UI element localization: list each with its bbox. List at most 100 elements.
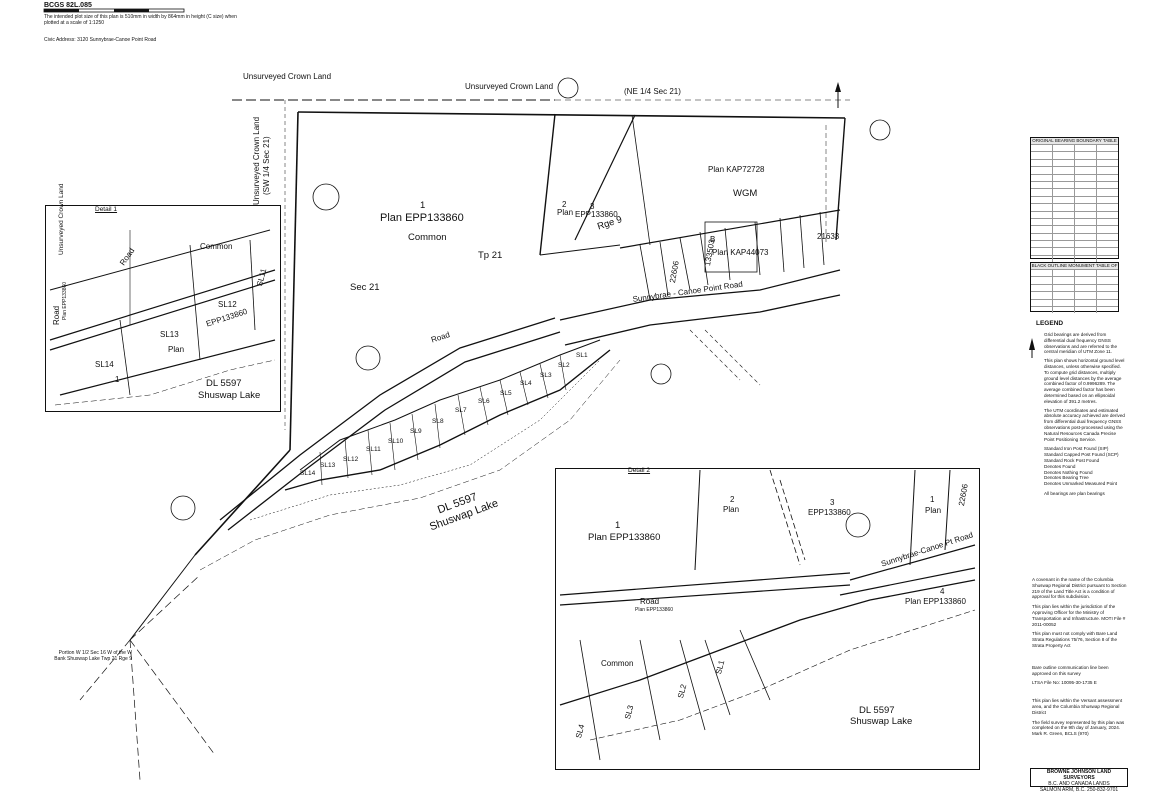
table-row [1031, 291, 1118, 299]
monument-table: BLACK OUTLINE MONUMENT TABLE OF SEC [1030, 262, 1119, 314]
table-row [1031, 247, 1118, 255]
ne-quarter-sec-21: (NE 1/4 Sec 21) [624, 87, 681, 96]
legend-para: Grid bearings are derived from different… [1044, 332, 1118, 355]
detail-1-common: Common [200, 242, 233, 251]
sl-label: SL8 [432, 418, 444, 425]
note-bare-land: Bare outline communication line been app… [1032, 664, 1109, 676]
legend-symbol: Denotes Unmarked Measured Point [1044, 481, 1118, 487]
note-strata: This plan must not comply with Bare Land… [1032, 631, 1118, 648]
note-region: This plan lies within the Versant assess… [1032, 698, 1123, 715]
table-row [1031, 173, 1118, 181]
sl-label: SL13 [320, 462, 336, 469]
table-row [1031, 180, 1118, 189]
detail-2-plan2: Plan [723, 505, 740, 514]
plan-2-label: Plan [557, 208, 574, 217]
legend-symbol: Standard Iron Post Found (SIP) [1044, 446, 1109, 452]
plan-main-label: Plan EPP133860 [380, 212, 464, 224]
table-row [1031, 298, 1118, 306]
legend-symbol: Denotes Bearing Tree [1044, 475, 1089, 481]
note-field-survey: The field survey represented by this pla… [1032, 719, 1125, 737]
detail-2-lot3: 3 [830, 498, 835, 507]
legend-symbol: Denotes Found [1044, 463, 1076, 469]
sl-label: SL10 [388, 438, 404, 445]
detail-2-plan1: Plan EPP133860 [588, 532, 661, 543]
detail-1-drawing [49, 229, 276, 406]
monument-table-title: BLACK OUTLINE MONUMENT TABLE OF SEC [1031, 263, 1118, 269]
firm-line2: B.C. AND CANADA LANDS [1048, 781, 1110, 787]
north-arrow-legend-icon [1029, 338, 1035, 358]
detail-1-title: Detail 1 [95, 206, 118, 213]
boundary-table-title: ORIGINAL BEARING BOUNDARY TABLE OF SEC [1031, 138, 1118, 144]
lot-3-label: 3 [590, 202, 595, 211]
plan-kap72728: Plan KAP72728 [708, 165, 765, 174]
detail-2-plan4: Plan EPP133860 [905, 597, 966, 606]
detail-2-lot4: 4 [940, 587, 945, 596]
detail-2-lot2: 2 [730, 495, 735, 504]
table-row [1031, 305, 1118, 314]
detail-1-road-plan: Plan EPP133860 [62, 281, 68, 320]
plan-21633: 21633 [817, 232, 840, 241]
unsurveyed-crown-land-top: Unsurveyed Crown Land [465, 82, 554, 91]
unsurveyed-crown-land-topleft: Unsurveyed Crown Land [243, 72, 332, 81]
detail-1-frame [45, 205, 281, 412]
detail-1-sl12: SL12 [218, 300, 237, 309]
detail-2-lake: Shuswap Lake [850, 716, 913, 727]
lot-1-label: 1 [420, 200, 426, 211]
portion-label: Portion W 1/2 Sec 16 W of the W Bank Shu… [54, 650, 132, 662]
boundary-table: ORIGINAL BEARING BOUNDARY TABLE OF SEC [1030, 137, 1119, 270]
detail-2-plan1b: Plan [925, 506, 942, 515]
scale-note: The intended plot size of this plan is 5… [44, 14, 237, 26]
sl-label: SL4 [520, 380, 532, 387]
firm-name: BROWNE JOHNSON LAND SURVEYORS [1046, 769, 1112, 781]
sl-label: SL7 [455, 407, 467, 414]
table-row [1031, 225, 1118, 233]
common-label: Common [408, 232, 447, 243]
plan-id: BCGS 82L.085 [44, 2, 92, 9]
detail-1-sl14: SL14 [95, 360, 114, 369]
firm-line3: SALMON ARM, B.C. 250-832-9701 [1039, 787, 1119, 793]
sl-label: SL3 [540, 372, 552, 379]
detail-2-road-plan: Plan EPP133860 [635, 607, 674, 613]
table-row [1031, 254, 1118, 263]
notes: A covenant in the name of the Columbia S… [1032, 577, 1127, 737]
sl-label: SL2 [558, 362, 570, 369]
detail-1-sl13: SL13 [160, 330, 179, 339]
detail-1-lake: Shuswap Lake [198, 390, 261, 401]
table-row [1031, 217, 1118, 226]
title-block: BROWNE JOHNSON LAND SURVEYORS B.C. AND C… [1030, 768, 1128, 793]
detail-2-frame [555, 468, 980, 770]
table-row [1031, 151, 1118, 159]
note-ltsa: LTSA File No: 10095-30-1735 E [1032, 680, 1097, 686]
table-row [1031, 269, 1118, 277]
detail-1-crown-land: Unsurveyed Crown Land [58, 183, 65, 255]
table-row [1031, 188, 1118, 196]
table-row [1031, 276, 1118, 284]
north-arrow-icon [835, 82, 841, 108]
table-row [1031, 158, 1118, 167]
lot-2-label: 2 [562, 200, 567, 209]
lot-b-label: B [710, 235, 716, 244]
scale-bar [43, 8, 185, 13]
detail-2-dl: DL 5597 [859, 705, 895, 716]
detail-2-road: Road [640, 597, 660, 606]
table-row [1031, 240, 1118, 248]
table-row [1031, 195, 1118, 204]
sl-label: SL12 [343, 456, 359, 463]
sw-quarter-sec-21: (SW 1/4 Sec 21) [262, 136, 271, 195]
legend: LEGEND Grid bearings are derived from di… [1030, 320, 1125, 497]
detail-2-drawing [559, 469, 976, 761]
detail-2-lot1b: 1 [930, 495, 935, 504]
detail-2-title: Detail 2 [628, 467, 651, 474]
detail-2-plan3: EPP133860 [808, 508, 851, 517]
legend-symbol: Standard Capped Post Found (SCP) [1044, 452, 1119, 458]
legend-title: LEGEND [1036, 320, 1064, 327]
detail-1-plan: Plan [168, 345, 185, 354]
table-row [1031, 144, 1118, 152]
sl-label: SL14 [300, 470, 316, 477]
legend-symbol: Denotes Nothing Found [1044, 469, 1093, 475]
unsurveyed-crown-land-left: Unsurveyed Crown Land [252, 116, 261, 205]
civic-address: Civic Address: 3120 Sunnybrae-Canoe Poin… [44, 37, 157, 43]
sl-label: SL1 [576, 352, 588, 359]
sec-21-label: Sec 21 [350, 282, 380, 293]
